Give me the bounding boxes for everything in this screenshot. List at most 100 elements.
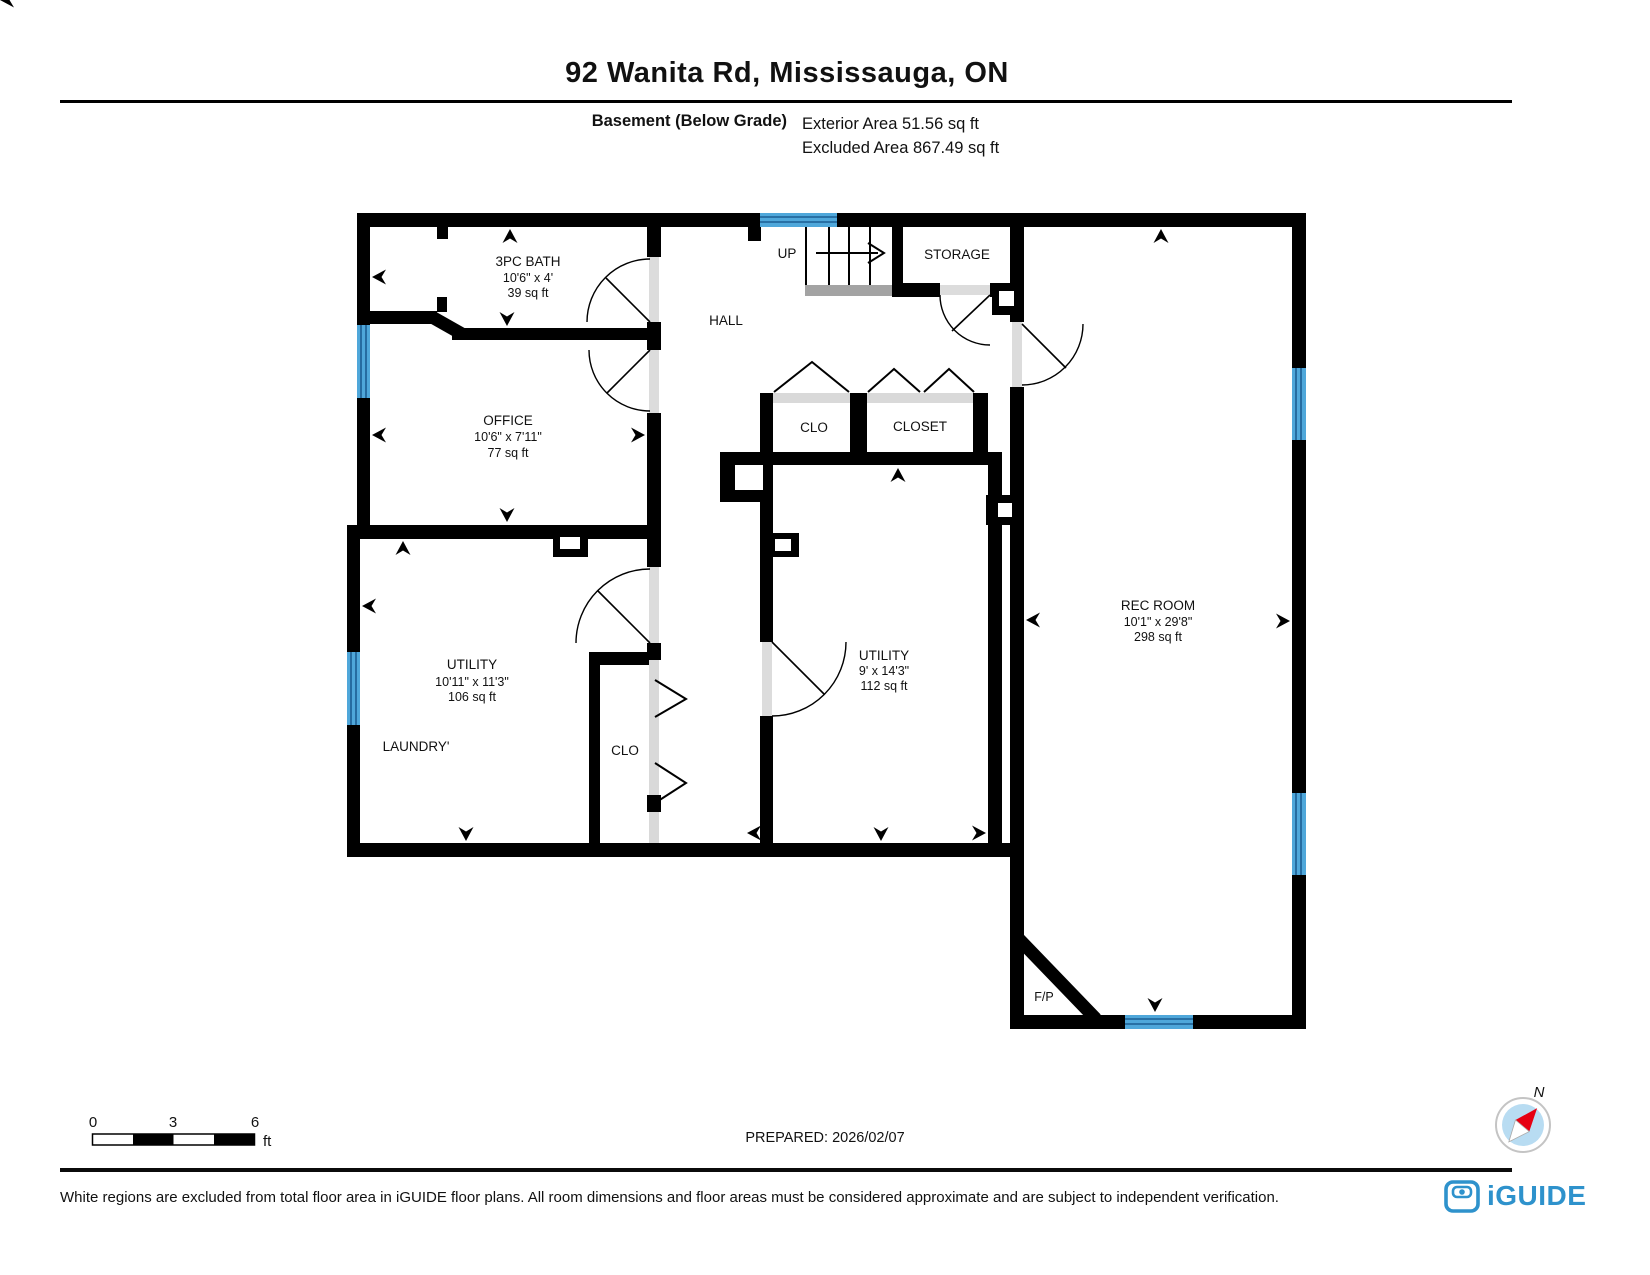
iguide-brand-text: iGUIDE (1487, 1180, 1587, 1211)
arrow-left-icon (372, 427, 386, 443)
window-rec-bottom (1125, 1015, 1193, 1029)
stair-landing (805, 285, 892, 296)
room-name-storage: STORAGE (924, 247, 990, 262)
room-labels: 3PC BATH 10'6" x 4' 39 sq ft OFFICE 10'6… (383, 246, 1196, 1004)
room-name-hall: HALL (709, 313, 743, 328)
room-dims-office: 10'6" x 7'11" (474, 430, 542, 444)
closet-track (867, 393, 973, 403)
staircase (805, 227, 892, 296)
arrow-up-icon (1153, 229, 1169, 243)
scale-bar: 0 3 6 ft (89, 1114, 272, 1150)
wall-segment (760, 452, 1002, 465)
title-divider (60, 100, 1512, 103)
arrow-right-icon (972, 825, 986, 841)
window-office (357, 325, 370, 398)
wall-segment (748, 227, 761, 241)
wall-segment (760, 393, 773, 642)
wall-segment (892, 227, 903, 297)
compass-icon: N (1495, 1084, 1551, 1153)
window-stairs (760, 213, 837, 227)
door-swing-laundry (575, 568, 651, 644)
stair-direction-arrow-icon (867, 242, 886, 264)
wall-segment (428, 311, 466, 340)
bifold-door-icon (867, 367, 921, 393)
stairs-up-label: UP (778, 246, 797, 261)
window-rec-upper (1292, 368, 1306, 440)
compass-needle-north (1515, 1108, 1538, 1132)
excluded-area: Excluded Area 867.49 sq ft (802, 139, 1000, 157)
room-dims-bath: 10'6" x 4' (503, 271, 553, 285)
arrow-down-icon (458, 827, 474, 841)
wall-segment (452, 328, 661, 340)
scale-bar-segment (214, 1134, 255, 1145)
wall-segment (589, 652, 658, 665)
compass-north-label: N (1534, 1084, 1545, 1101)
area-summary: Exterior Area 51.56 sq ft Excluded Area … (802, 112, 999, 160)
closet-track (773, 393, 850, 403)
room-name-bath: 3PC BATH (495, 254, 560, 269)
arrow-down-icon (0, 0, 14, 8)
footer-disclaimer: White regions are excluded from total fl… (60, 1189, 1279, 1206)
scale-bar-segment (133, 1134, 174, 1145)
arrow-left-icon (362, 598, 376, 614)
door-opening-rec-room (1012, 322, 1022, 387)
scale-tick-0: 0 (89, 1114, 97, 1131)
wall-segment (347, 843, 1024, 857)
wall-segment (357, 311, 437, 324)
scale-tick-3: 3 (169, 1114, 177, 1131)
room-dims-utility-laundry: 10'11" x 11'3" (435, 675, 509, 689)
wall-inset (775, 539, 791, 551)
wall-segment (850, 393, 867, 465)
door-opening-laundry (649, 567, 659, 643)
room-name-rec-room: REC ROOM (1121, 598, 1195, 613)
wall-segment (589, 652, 600, 843)
wall-segment (647, 795, 661, 812)
wall-segment (437, 297, 447, 312)
iguide-logo-icon (1444, 1180, 1480, 1213)
room-name-clo-hall: CLO (800, 420, 828, 435)
wall-inset (560, 537, 580, 549)
room-name-clo-lower: CLO (611, 743, 639, 758)
wall-segment (647, 322, 661, 350)
door-leaf-storage (951, 294, 991, 332)
arrow-left-icon (1026, 612, 1040, 628)
footer-divider (60, 1168, 1512, 1172)
wall-segment (647, 413, 661, 567)
wall-segment (1010, 227, 1024, 322)
arrow-left-icon (372, 269, 386, 285)
closet-track (649, 812, 659, 843)
door-opening-utility (762, 642, 772, 716)
door-swing-utility (771, 641, 847, 717)
bifold-door-icon (654, 762, 688, 804)
arrow-left-icon (747, 825, 761, 841)
door-opening-office (649, 350, 659, 413)
room-name-laundry: LAUNDRY' (383, 739, 450, 754)
prepared-date: PREPARED: 2026/02/07 (745, 1130, 905, 1146)
arrow-right-icon (631, 427, 645, 443)
room-name-closet: CLOSET (893, 419, 947, 434)
door-swing-bath (586, 258, 651, 323)
wall-segment (1010, 387, 1024, 1028)
room-area-utility-center: 112 sq ft (860, 679, 908, 693)
iguide-brand: iGUIDE (1443, 1178, 1586, 1214)
wall-inset (999, 291, 1014, 306)
door-swing-office (588, 349, 651, 412)
door-leaf-rec-room (1021, 323, 1067, 369)
wall-segment (892, 283, 940, 297)
arrow-down-icon (873, 827, 889, 841)
dimension-arrows (0, 0, 1290, 1012)
floor-label: Basement (Below Grade) (591, 112, 787, 130)
arrow-down-icon (499, 312, 515, 326)
door-leaf-bath (605, 277, 651, 323)
arrow-down-icon (1147, 998, 1163, 1012)
wall-inset (998, 503, 1012, 517)
room-dims-utility-center: 9' x 14'3" (859, 664, 909, 678)
arrow-up-icon (890, 468, 906, 482)
arrow-up-icon (395, 541, 411, 555)
compass-needle-south (1508, 1119, 1530, 1143)
door-leaf-office (606, 349, 651, 394)
room-name-utility-center: UTILITY (859, 648, 909, 663)
arrow-right-icon (1276, 613, 1290, 629)
wall-segment (647, 227, 661, 257)
